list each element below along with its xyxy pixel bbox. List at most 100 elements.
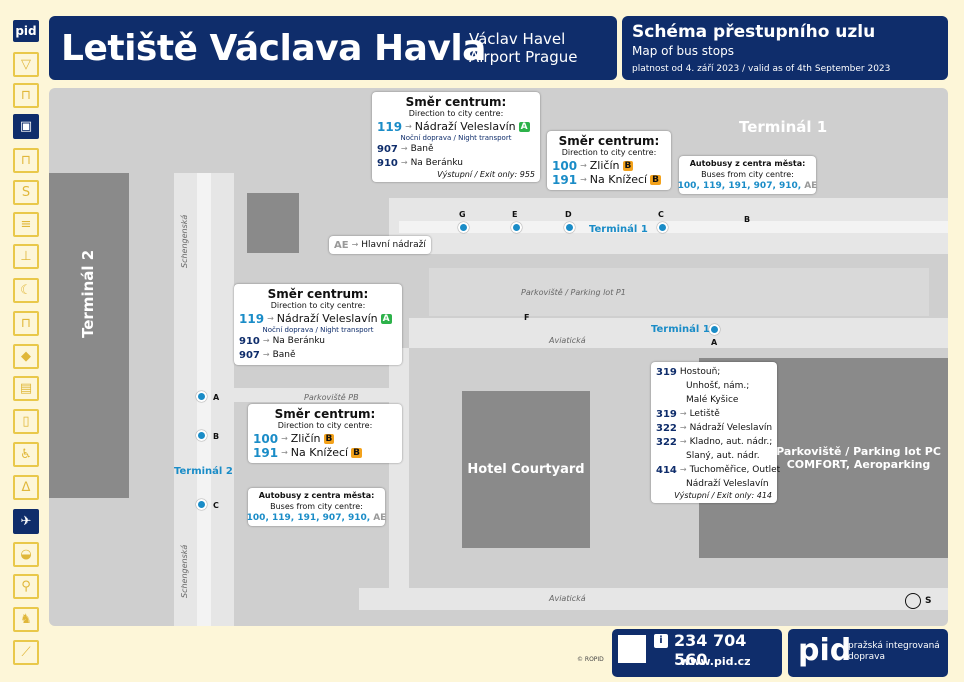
route-number: 191 [552,173,578,187]
stop-d [564,222,575,233]
map: Terminál 2 Parkoviště / Parking lot P1 P… [49,88,948,626]
tram-icon: ⊓ [13,83,39,108]
route-number: 119 [239,312,265,326]
ferry-icon: ⊥ [13,244,39,269]
callout-center-e: Směr centrum: Direction to city centre: … [372,92,540,182]
stop-letter-t2a: A [213,393,220,402]
stop-letter-t1a: A [711,338,718,347]
callout-heading: Směr centrum: [267,287,369,301]
parking-pc-label: Parkoviště / Parking lot PC COMFORT, Aer… [776,445,941,471]
hotel-courtyard: Hotel Courtyard [462,391,590,548]
subtitle-line2: Airport Prague [469,48,578,66]
route-dest: Nádraží Veleslavín [686,479,769,489]
stop-letter-g: G [459,210,466,219]
hlavni-nadrazi-badge: AE→Hlavní nádraží [329,236,431,254]
badge-a: A [518,122,530,132]
night-icon: ☾ [13,278,39,303]
badge-b: B [351,448,362,458]
ae-route: AE [373,513,387,523]
hlavni-nadrazi-text: Hlavní nádraží [361,240,426,250]
stroller-icon: ◒ [13,542,39,567]
route-dest: Na Beránku [410,158,463,168]
pb-road [231,388,391,402]
route-number: 414 [656,464,677,476]
route-dest: Hostouň; [679,367,721,377]
parking-building [247,193,299,253]
routes-list: 100, 119, 191, 907, 910, [246,513,371,523]
route-number: 100 [253,432,279,446]
ae-route: AE [804,181,818,191]
stop-c [657,222,668,233]
airplane-icon: ✈ [13,509,39,534]
route-number: 322 [656,436,677,448]
callout-heading: Autobusy z centra města: [689,159,806,168]
callout-t2-buses: Autobusy z centra města: Buses from city… [246,488,387,526]
callout-sub: Direction to city centre: [270,301,366,310]
road-lane [399,221,948,233]
pid-description: pražská integrovaná doprava [848,641,940,663]
aviaticka-lower-label: Aviatická [549,594,586,603]
stop-g [458,222,469,233]
ropid-credit: © ROPID [577,656,604,663]
schengenska-lower-label: Schengenská [180,544,189,598]
page-subtitle: Václav Havel Airport Prague [469,30,578,66]
connector-road [389,348,409,598]
upper-aviaticka [409,318,948,348]
route-dest: Tuchoměřice, Outlet [689,465,781,475]
train-icon: S [13,180,39,205]
title-box: Letiště Václava Havla Václav Havel Airpo… [49,16,617,80]
ski-icon: ⟋ [13,640,39,665]
ticket-icon: ◆ [13,344,39,369]
terminal1-label: Terminál 1 [739,118,828,136]
route-number: 100 [552,159,578,173]
stop-letter-e: E [512,210,518,219]
trolleybus-icon: ⊓ [13,148,39,173]
routes-list: 100, 119, 191, 907, 910, [677,181,802,191]
exit-only: Výstupní / Exit only: 414 [674,491,772,500]
ae-badge: AE [334,239,349,251]
callout-t2-b: Směr centrum: Direction to city centre: … [248,404,402,463]
pid-logo-large: pid [798,633,852,668]
cablecar-icon: ≡ [13,212,39,237]
subtitle-line1: Václav Havel [469,30,566,48]
route-dest: Nádraží Veleslavín [689,423,773,433]
callout-sub: Buses from city centre: [270,502,363,511]
stop-letter-t2c: C [213,501,219,510]
schema-validity: platnost od 4. září 2023 / valid as of 4… [632,64,891,74]
parking-p1-label: Parkoviště / Parking lot P1 [521,288,626,297]
badge-a: A [380,314,392,324]
callout-heading: Směr centrum: [558,134,660,148]
callout-sub: Buses from city centre: [701,170,794,179]
callout-heading: Směr centrum: [274,407,376,421]
route-number: 907 [377,143,398,155]
page-title: Letiště Václava Havla [61,28,486,69]
family-icon: ᐃ [13,475,39,500]
callout-sub: Direction to city centre: [561,148,657,157]
route-dest: Slaný, aut. nádr. [686,451,760,461]
route-dest: Nádraží Veleslavín [276,312,378,325]
dog-icon: ♞ [13,607,39,632]
info-icon: i [654,634,668,648]
night-transport: Noční doprava / Night transport [262,326,374,334]
route-dest: Kladno, aut. nádr.; [689,437,773,447]
contact-box: i 234 704 560 www.pid.cz [612,629,782,677]
schengenska-upper-label: Schengenská [180,214,189,268]
stop-terminal2-label: Terminál 2 [174,466,233,477]
route-number: 191 [253,446,279,460]
stop-letter-t2b: B [213,432,220,441]
pid-desc-line1: pražská integrovaná [848,641,940,651]
route-number: 910 [377,157,398,169]
aviaticka-upper-label: Aviatická [549,336,586,345]
hotel-label: Hotel Courtyard [467,462,585,477]
route-number: 907 [239,349,260,361]
route-dest: Nádraží Veleslavín [414,120,516,133]
parking-pb-label: Parkoviště PB [304,393,359,402]
route-dest: Zličín [589,159,620,172]
night-transport: Noční doprava / Night transport [400,134,512,142]
pid-logo: pid [13,20,39,42]
route-dest: Na Beránku [272,336,325,346]
route-number: 322 [656,422,677,434]
stop-letter-c: C [658,210,664,219]
website[interactable]: www.pid.cz [680,655,751,668]
sidebar: pid ▽ ⊓ ▣ ⊓ S ≡ ⊥ ☾ ⊓ ◆ ▤ ▯ ♿ ᐃ ✈ ◒ ⚲ ♞ … [0,0,44,682]
